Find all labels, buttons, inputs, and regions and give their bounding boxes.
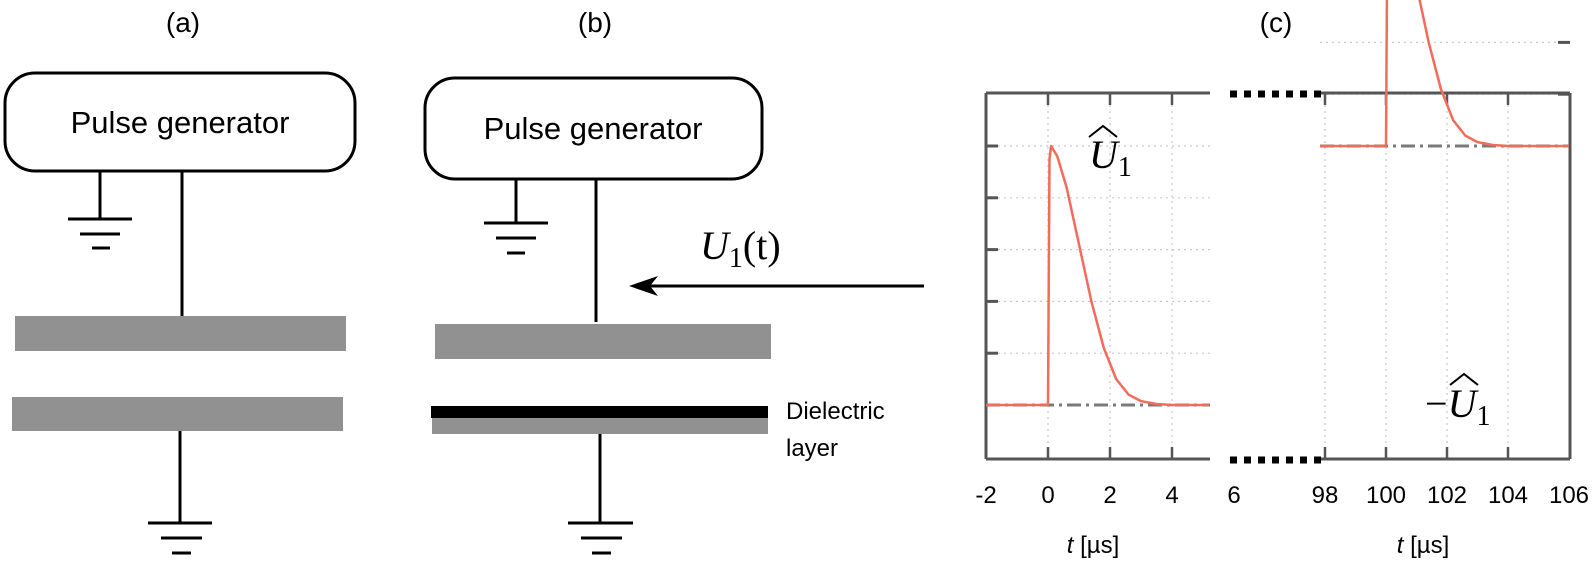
hat-icon (1449, 372, 1479, 386)
x-tick-label: 102 (1427, 482, 1467, 509)
break-dot (1258, 456, 1265, 464)
pulse-generator-box-b (423, 76, 764, 181)
panel-c-label: (c) (1260, 7, 1293, 38)
chart-left-segment: -2 0 2 4 6 (975, 91, 1241, 509)
x-tick-label: 4 (1165, 482, 1178, 509)
dielectric-layer (431, 406, 768, 418)
break-dot (1230, 90, 1237, 98)
break-dot (1286, 456, 1293, 464)
break-dot (1314, 90, 1321, 98)
signal-arrow-icon (629, 276, 924, 296)
x-axis-label-right: t [µs] (1397, 532, 1450, 559)
capacitor-plate-bottom-a (12, 397, 343, 431)
pulse-generator-label-a: Pulse generator (71, 105, 290, 140)
break-dot (1300, 90, 1307, 98)
chart-right-segment: 98 100 102 104 106 (1312, 0, 1589, 509)
panel-b-label: (b) (578, 7, 612, 38)
ground-symbol-icon (148, 521, 212, 555)
x-tick-label: 0 (1041, 482, 1054, 509)
pulse-generator-label-b: Pulse generator (484, 111, 703, 146)
capacitor-plate-top-a (15, 316, 346, 351)
x-tick-label: 6 (1227, 482, 1240, 509)
x-tick-label: 106 (1549, 482, 1589, 509)
panel-a-label: (a) (166, 7, 200, 38)
ground-symbol-icon (484, 179, 548, 255)
ground-symbol-icon (68, 171, 132, 250)
break-dot (1300, 456, 1307, 464)
break-dot (1272, 456, 1279, 464)
x-axis-label-left: t [µs] (1067, 532, 1120, 559)
x-tick-label: -2 (975, 482, 996, 509)
series-line (1320, 0, 1569, 148)
break-dot (1244, 90, 1251, 98)
break-dot (1272, 90, 1279, 98)
x-tick-label: 98 (1312, 482, 1339, 509)
trough-annotation: −U1 (1425, 372, 1490, 432)
break-dot (1230, 456, 1237, 464)
series-line (986, 144, 1210, 407)
break-dot (1258, 90, 1265, 98)
hat-icon (1088, 124, 1118, 138)
pulse-generator-box-a (3, 71, 357, 173)
break-dot (1314, 456, 1321, 464)
x-tick-label: 100 (1366, 482, 1406, 509)
peak-annotation: U1 (1088, 124, 1132, 183)
axis-break-bottom (1230, 456, 1321, 464)
svg-text:−U1: −U1 (1425, 381, 1490, 432)
svg-text:U1: U1 (1089, 132, 1132, 183)
axis-break-top (1230, 90, 1321, 98)
signal-label: U1(t) (700, 223, 781, 274)
dielectric-label-line2: layer (786, 435, 838, 462)
x-tick-label: 104 (1488, 482, 1528, 509)
dielectric-label-line1: Dielectric (786, 398, 885, 425)
x-tick-label: 2 (1103, 482, 1116, 509)
capacitor-plate-top-b (435, 324, 771, 359)
break-dot (1286, 90, 1293, 98)
break-dot (1244, 456, 1251, 464)
ground-symbol-icon (568, 521, 633, 555)
